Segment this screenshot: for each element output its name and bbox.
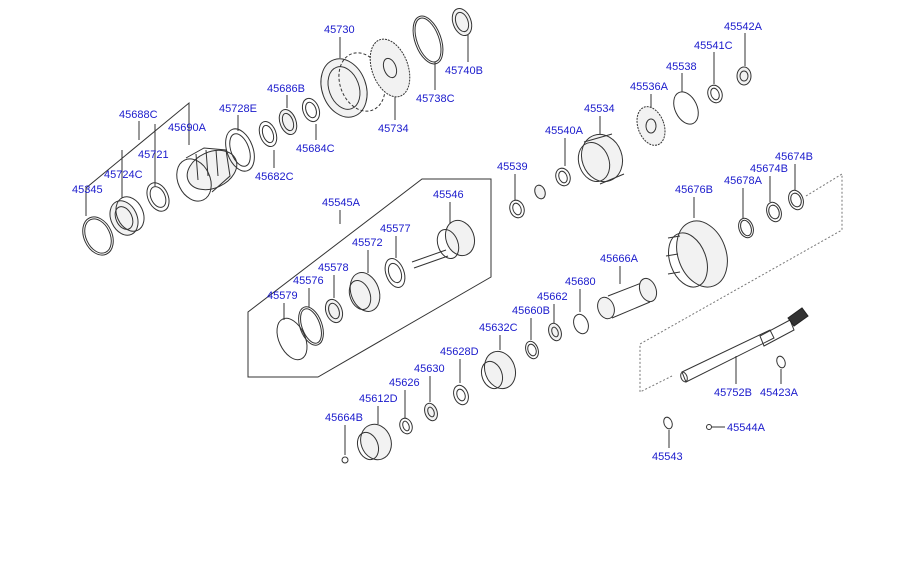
label-45676B[interactable]: 45676B: [675, 184, 713, 196]
label-45724C[interactable]: 45724C: [104, 169, 143, 181]
label-45682C[interactable]: 45682C: [255, 171, 294, 183]
label-45345[interactable]: 45345: [72, 184, 103, 196]
one-way-clutch-45572[interactable]: [345, 268, 385, 315]
snap-ring-45538[interactable]: [669, 88, 703, 128]
snap-ring-45345[interactable]: [77, 212, 119, 260]
thrust-washer-45728e[interactable]: [220, 125, 259, 175]
label-45538[interactable]: 45538: [666, 61, 697, 73]
bearing-45578[interactable]: [322, 297, 345, 325]
thrust-washer-45540a[interactable]: [553, 166, 572, 188]
label-45680[interactable]: 45680: [565, 276, 596, 288]
output-shaft-45666a[interactable]: [595, 276, 660, 321]
main-shaft-45752b[interactable]: [679, 307, 809, 383]
label-45721[interactable]: 45721: [138, 149, 169, 161]
label-45738C[interactable]: 45738C: [416, 93, 455, 105]
group-bracket-45688c: [85, 101, 190, 216]
label-45630[interactable]: 45630: [414, 363, 445, 375]
snap-ring-45680[interactable]: [571, 312, 591, 336]
planet-gear-45612d[interactable]: [354, 420, 396, 464]
label-45546[interactable]: 45546: [433, 189, 464, 201]
label-45666A[interactable]: 45666A: [600, 253, 639, 265]
washer-45660b[interactable]: [523, 339, 540, 360]
label-45534[interactable]: 45534: [584, 103, 615, 115]
bearing-race-45682c[interactable]: [256, 119, 280, 149]
label-45540A[interactable]: 45540A: [545, 125, 584, 137]
needle-bearing-45686b[interactable]: [276, 107, 300, 137]
washer-45678a[interactable]: [736, 216, 756, 240]
label-45423A[interactable]: 45423A: [760, 387, 799, 399]
clutch-drum-45690a[interactable]: [170, 143, 243, 207]
snap-ring-45738c[interactable]: [407, 12, 449, 68]
label-45541C[interactable]: 45541C: [694, 40, 733, 52]
label-45536A[interactable]: 45536A: [630, 81, 669, 93]
bearing-45740b[interactable]: [449, 6, 475, 38]
label-45728E[interactable]: 45728E: [219, 103, 257, 115]
label-45632C[interactable]: 45632C: [479, 322, 518, 334]
label-45740B[interactable]: 45740B: [445, 65, 483, 77]
o-ring-45543[interactable]: [662, 416, 674, 430]
group-box-45545a: [247, 178, 492, 378]
label-45686B[interactable]: 45686B: [267, 83, 305, 95]
seal-ring-45674b-2[interactable]: [786, 188, 806, 212]
thrust-washer-45628d[interactable]: [451, 383, 471, 407]
planet-carrier-45546[interactable]: [411, 216, 479, 269]
washer-45541c[interactable]: [705, 83, 724, 105]
label-45612D[interactable]: 45612D: [359, 393, 398, 405]
plate-45721[interactable]: [143, 179, 174, 215]
gear-45536a[interactable]: [632, 103, 670, 149]
label-45545A[interactable]: 45545A: [322, 197, 361, 209]
label-45752B[interactable]: 45752B: [714, 387, 752, 399]
bearing-45662[interactable]: [546, 321, 563, 342]
label-45544A[interactable]: 45544A: [727, 422, 766, 434]
bearing-45630[interactable]: [422, 401, 439, 422]
bearing-small[interactable]: [533, 184, 547, 201]
label-45674B-2[interactable]: 45674B: [775, 151, 813, 163]
bearing-45542a[interactable]: [736, 66, 752, 86]
clutch-hub-45724c[interactable]: [105, 192, 150, 240]
label-45628D[interactable]: 45628D: [440, 346, 479, 358]
label-45542A[interactable]: 45542A: [724, 21, 763, 33]
label-45730[interactable]: 45730: [324, 24, 355, 36]
label-45626[interactable]: 45626: [389, 377, 420, 389]
label-45734[interactable]: 45734: [378, 123, 409, 135]
label-45684C[interactable]: 45684C: [296, 143, 335, 155]
sun-gear-45734[interactable]: [363, 34, 417, 103]
ball-45544a[interactable]: [706, 424, 712, 430]
label-45543[interactable]: 45543: [652, 451, 683, 463]
label-45690A[interactable]: 45690A: [168, 122, 207, 134]
label-45660B[interactable]: 45660B: [512, 305, 550, 317]
label-45572[interactable]: 45572: [352, 237, 383, 249]
label-45688C[interactable]: 45688C: [119, 109, 158, 121]
bearing-race-45684c[interactable]: [299, 96, 322, 124]
label-45579[interactable]: 45579: [267, 290, 298, 302]
seal-ring-45674b-1[interactable]: [764, 200, 784, 224]
thrust-washer-45539[interactable]: [507, 198, 526, 220]
o-ring-45423a[interactable]: [775, 355, 787, 369]
plate-45576[interactable]: [294, 303, 328, 348]
o-ring-45664b[interactable]: [341, 456, 349, 464]
thrust-washer-45577[interactable]: [381, 256, 408, 290]
washer-45626[interactable]: [398, 416, 415, 435]
label-45576[interactable]: 45576: [293, 275, 324, 287]
label-45578[interactable]: 45578: [318, 262, 349, 274]
label-45678A[interactable]: 45678A: [724, 175, 763, 187]
drum-45534[interactable]: [573, 129, 629, 188]
planet-carrier-45632c[interactable]: [478, 347, 521, 393]
label-45577[interactable]: 45577: [380, 223, 411, 235]
clutch-housing-45676b[interactable]: [662, 214, 737, 294]
label-45674B-1[interactable]: 45674B: [750, 163, 788, 175]
label-45662[interactable]: 45662: [537, 291, 568, 303]
label-45539[interactable]: 45539: [497, 161, 528, 173]
snap-ring-45579[interactable]: [271, 314, 313, 365]
dashed-assembly-outline: [639, 173, 843, 393]
label-45664B[interactable]: 45664B: [325, 412, 363, 424]
